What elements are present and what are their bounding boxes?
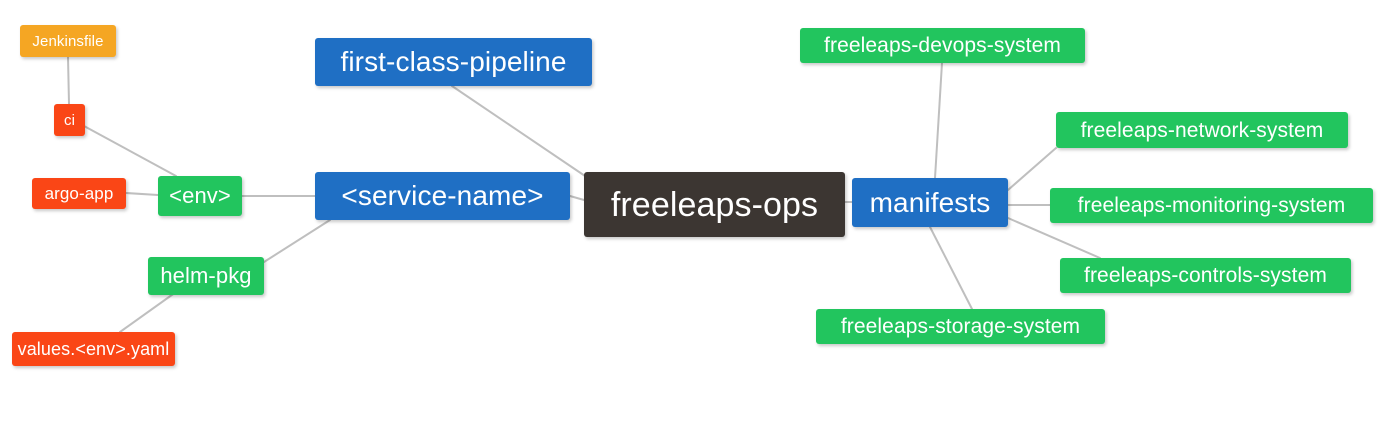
edge-service-name-to-helm-pkg <box>263 219 331 263</box>
node-label-ci: ci <box>63 111 76 129</box>
node-freeleaps-monitoring-system[interactable]: freeleaps-monitoring-system <box>1050 188 1373 223</box>
node-freeleaps-network-system[interactable]: freeleaps-network-system <box>1056 112 1348 148</box>
node-label-freeleaps-controls-system: freeleaps-controls-system <box>1084 264 1327 287</box>
node-label-helm-pkg: helm-pkg <box>160 263 252 288</box>
node-freeleaps-storage-system[interactable]: freeleaps-storage-system <box>816 309 1105 344</box>
node-label-freeleaps-monitoring-system: freeleaps-monitoring-system <box>1077 194 1346 217</box>
node-label-freeleaps-devops-system: freeleaps-devops-system <box>824 34 1061 57</box>
node-label-first-class-pipeline: first-class-pipeline <box>340 46 567 77</box>
edge-env-to-argo-app <box>125 192 159 196</box>
node-label-freeleaps-network-system: freeleaps-network-system <box>1080 118 1324 142</box>
edge-env-to-ci <box>83 125 177 177</box>
edge-helm-pkg-to-values-env-yaml <box>119 291 177 333</box>
node-env[interactable]: <env> <box>158 176 242 216</box>
edge-manifests-to-freeleaps-network-system <box>1007 147 1057 191</box>
edge-ci-to-jenkinsfile <box>67 56 70 105</box>
node-freeleaps-controls-system[interactable]: freeleaps-controls-system <box>1060 258 1351 293</box>
node-ci[interactable]: ci <box>54 104 85 136</box>
node-label-freeleaps-storage-system: freeleaps-storage-system <box>840 315 1081 338</box>
node-label-service-name: <service-name> <box>341 180 544 211</box>
node-service-name[interactable]: <service-name> <box>315 172 570 220</box>
node-manifests[interactable]: manifests <box>852 178 1008 227</box>
edge-manifests-to-freeleaps-controls-system <box>1007 217 1101 259</box>
edge-manifests-to-freeleaps-storage-system <box>929 226 973 310</box>
node-freeleaps-devops-system[interactable]: freeleaps-devops-system <box>800 28 1085 63</box>
node-label-values-env-yaml: values.<env>.yaml <box>17 339 170 359</box>
node-argo-app[interactable]: argo-app <box>32 178 126 209</box>
node-helm-pkg[interactable]: helm-pkg <box>148 257 264 295</box>
node-label-argo-app: argo-app <box>44 184 114 203</box>
node-jenkinsfile[interactable]: Jenkinsfile <box>20 25 116 57</box>
node-label-manifests: manifests <box>869 186 991 218</box>
node-freeleaps-ops[interactable]: freeleaps-ops <box>584 172 845 237</box>
node-label-jenkinsfile: Jenkinsfile <box>32 32 104 50</box>
node-label-env: <env> <box>169 183 231 208</box>
node-first-class-pipeline[interactable]: first-class-pipeline <box>315 38 592 86</box>
edge-manifests-to-freeleaps-devops-system <box>934 62 943 179</box>
edge-freeleaps-ops-to-first-class-pipeline <box>451 85 589 179</box>
edge-freeleaps-ops-to-service-name <box>569 195 585 201</box>
node-label-freeleaps-ops: freeleaps-ops <box>610 185 819 224</box>
node-values-env-yaml[interactable]: values.<env>.yaml <box>12 332 175 366</box>
